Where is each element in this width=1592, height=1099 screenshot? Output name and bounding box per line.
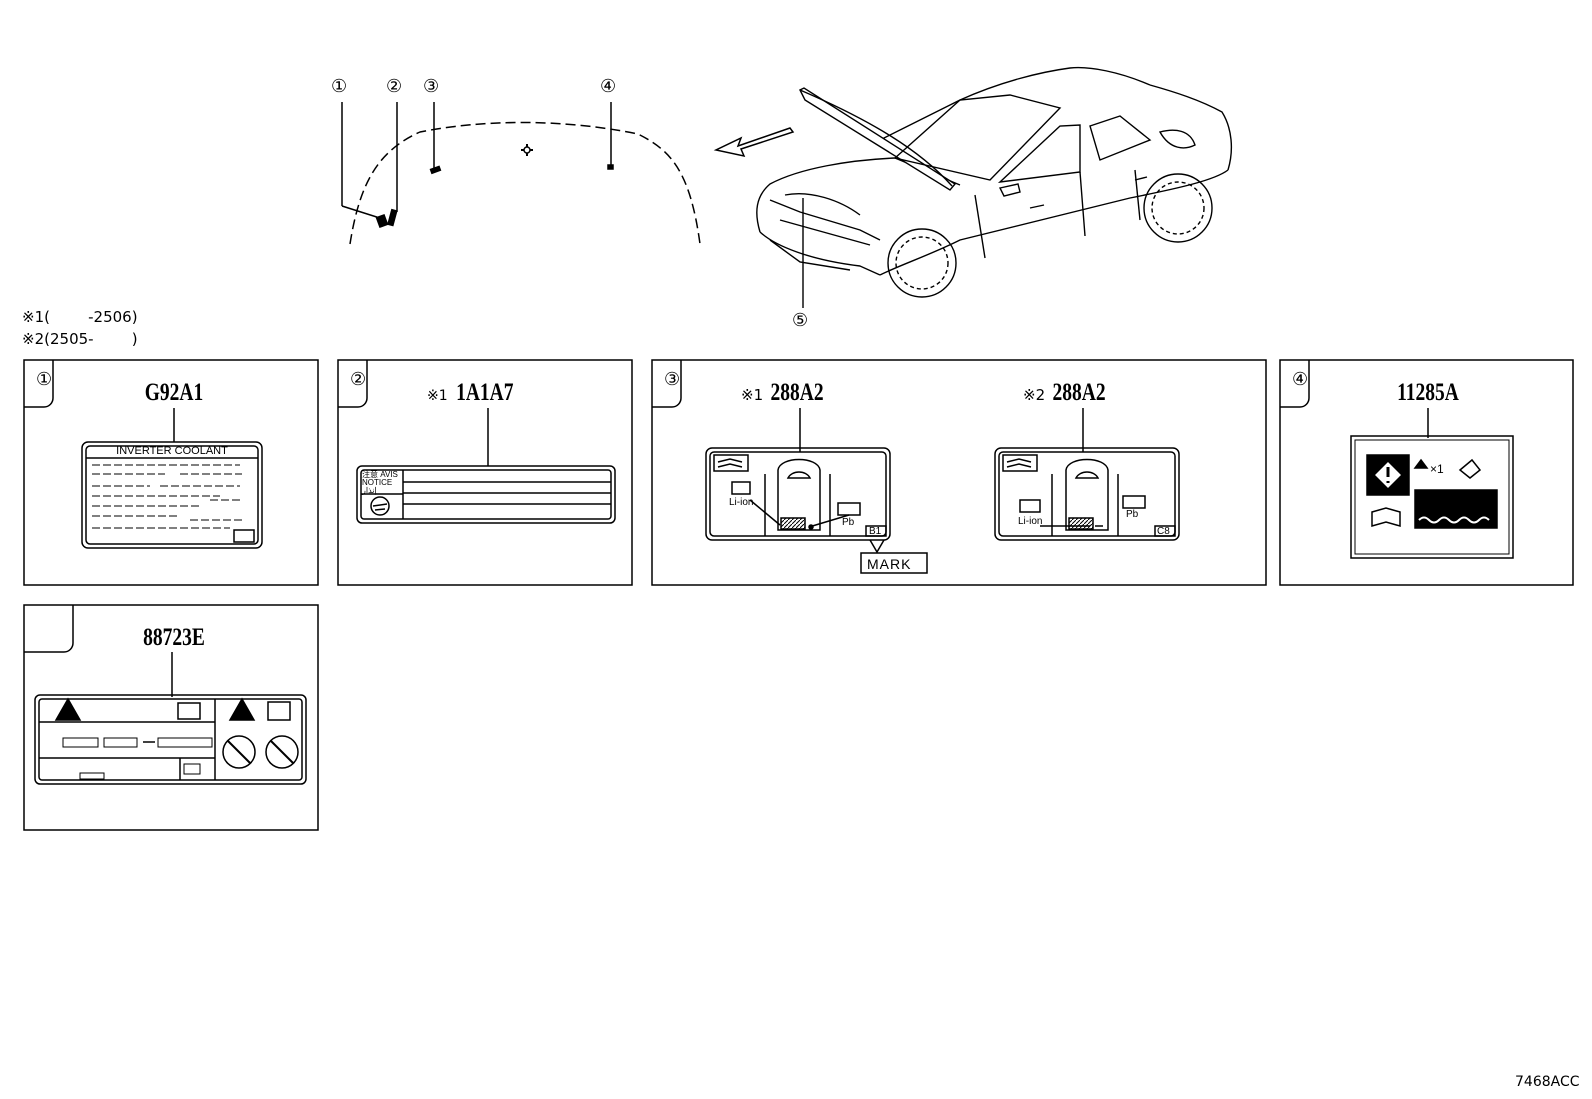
pb-label-left: Pb — [842, 517, 855, 528]
pb-label-right: Pb — [1126, 509, 1139, 520]
panel-2-callout: ② — [350, 369, 367, 390]
count-label: ×1 — [1430, 462, 1444, 476]
callout-5: ⑤ — [792, 310, 809, 331]
direction-arrow — [713, 127, 795, 158]
figure-code: 7468ACC — [1515, 1074, 1580, 1090]
panel-1-callout: ① — [36, 369, 53, 390]
callout-3: ③ — [423, 76, 440, 97]
callout-2: ② — [386, 76, 403, 97]
mark-label: MARK — [867, 556, 912, 572]
code-c8: C8 — [1157, 526, 1170, 537]
panel-3-callout: ③ — [664, 369, 681, 390]
part-number-11285a: 11285A — [1397, 379, 1459, 406]
panel-frames — [23, 359, 1574, 831]
liion-label-left: Li-ion — [729, 497, 754, 508]
inverter-coolant-title: INVERTER COOLANT — [116, 445, 228, 457]
note-1: ※1( -2506) — [22, 308, 138, 326]
note-2: ※2(2505- ) — [22, 330, 138, 348]
callout-1: ① — [331, 76, 348, 97]
notice-text: 注意 AVIS NOTICE إنذار — [362, 470, 398, 495]
hood-outline — [349, 121, 701, 245]
panel-4-callout: ④ — [1292, 369, 1309, 390]
car-illustration — [756, 66, 1233, 308]
callout-4: ④ — [600, 76, 617, 97]
part-number-88723e: 88723E — [143, 624, 205, 651]
part-number-g92a1: G92A1 — [144, 379, 204, 406]
liion-label-right: Li-ion — [1018, 516, 1043, 527]
code-b1: B1 — [869, 526, 882, 537]
